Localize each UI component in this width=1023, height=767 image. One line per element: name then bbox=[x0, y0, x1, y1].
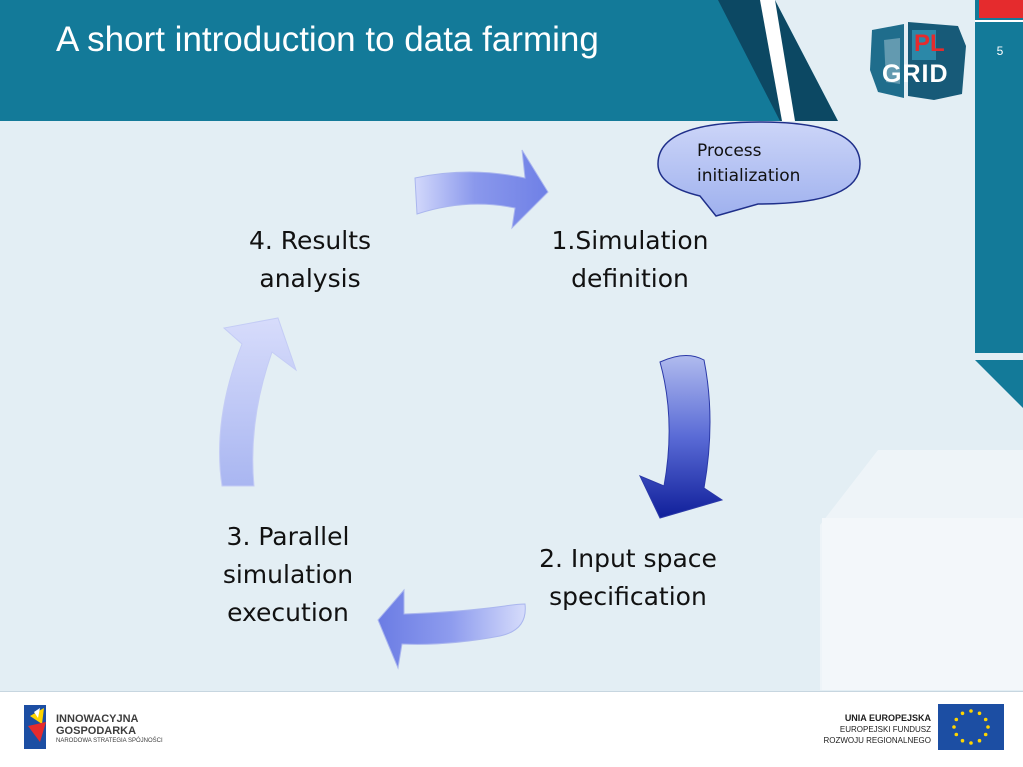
step-2-label: 2. Input space specification bbox=[498, 540, 758, 616]
arrow-1-to-2 bbox=[638, 355, 724, 519]
step-4-line-2: analysis bbox=[259, 264, 361, 293]
innowacyjna-line-1: INNOWACYJNA bbox=[56, 713, 139, 725]
decor-shape-2 bbox=[822, 518, 1023, 690]
step-4-label: 4. Results analysis bbox=[200, 222, 420, 298]
plgrid-logo-mark bbox=[870, 22, 966, 100]
step-1-line-1: 1.Simulation bbox=[551, 226, 709, 255]
slide-title: A short introduction to data farming bbox=[56, 20, 599, 59]
eu-line-3: ROZWOJU REGIONALNEGO bbox=[823, 736, 931, 745]
plgrid-logo-bottom: GRID bbox=[882, 60, 949, 88]
arrow-3-to-4 bbox=[219, 317, 298, 487]
step-1-label: 1.Simulation definition bbox=[500, 222, 760, 298]
eu-flag bbox=[938, 704, 1004, 750]
right-edge-band bbox=[975, 0, 1023, 353]
innowacyjna-logo: INNOWACYJNA GOSPODARKA NARODOWA STRATEGI… bbox=[56, 713, 163, 746]
step-1-line-2: definition bbox=[571, 264, 689, 293]
step-3-label: 3. Parallel simulation execution bbox=[178, 518, 398, 632]
page-number: 5 bbox=[996, 44, 1004, 58]
eu-line-1: UNIA EUROPEJSKA bbox=[844, 713, 931, 723]
arrow-2-to-3 bbox=[377, 588, 526, 670]
innowacyjna-line-2: GOSPODARKA bbox=[56, 725, 137, 737]
innowacyjna-logo-mark bbox=[24, 705, 46, 749]
step-3-line-3: execution bbox=[227, 598, 349, 627]
step-4-line-1: 4. Results bbox=[248, 226, 372, 255]
step-3-line-1: 3. Parallel bbox=[226, 522, 350, 551]
callout-line-2: initialization bbox=[697, 166, 801, 186]
step-3-line-2: simulation bbox=[222, 560, 354, 589]
plgrid-logo-plus: + bbox=[932, 84, 943, 104]
plgrid-logo: PL GRID + bbox=[872, 22, 972, 104]
arrow-4-to-1 bbox=[414, 149, 549, 230]
innowacyjna-line-3: NARODOWA STRATEGIA SPÓJNOŚCI bbox=[56, 738, 163, 744]
right-edge-triangle bbox=[975, 360, 1023, 408]
eu-logo: UNIA EUROPEJSKA EUROPEJSKI FUNDUSZ ROZWO… bbox=[800, 713, 931, 746]
callout-text: Process initialization bbox=[697, 139, 800, 189]
accent-red-block bbox=[979, 0, 1023, 18]
accent-white-line bbox=[975, 20, 1023, 22]
eu-line-2: EUROPEJSKI FUNDUSZ bbox=[839, 725, 931, 734]
header-stripe-light bbox=[760, 0, 795, 121]
callout-line-1: Process bbox=[697, 141, 762, 161]
footer-band bbox=[0, 691, 1023, 767]
process-initialization-callout bbox=[657, 121, 861, 217]
step-2-line-1: 2. Input space bbox=[539, 544, 717, 573]
step-2-line-2: specification bbox=[549, 582, 707, 611]
plgrid-logo-top: PL bbox=[914, 30, 945, 57]
